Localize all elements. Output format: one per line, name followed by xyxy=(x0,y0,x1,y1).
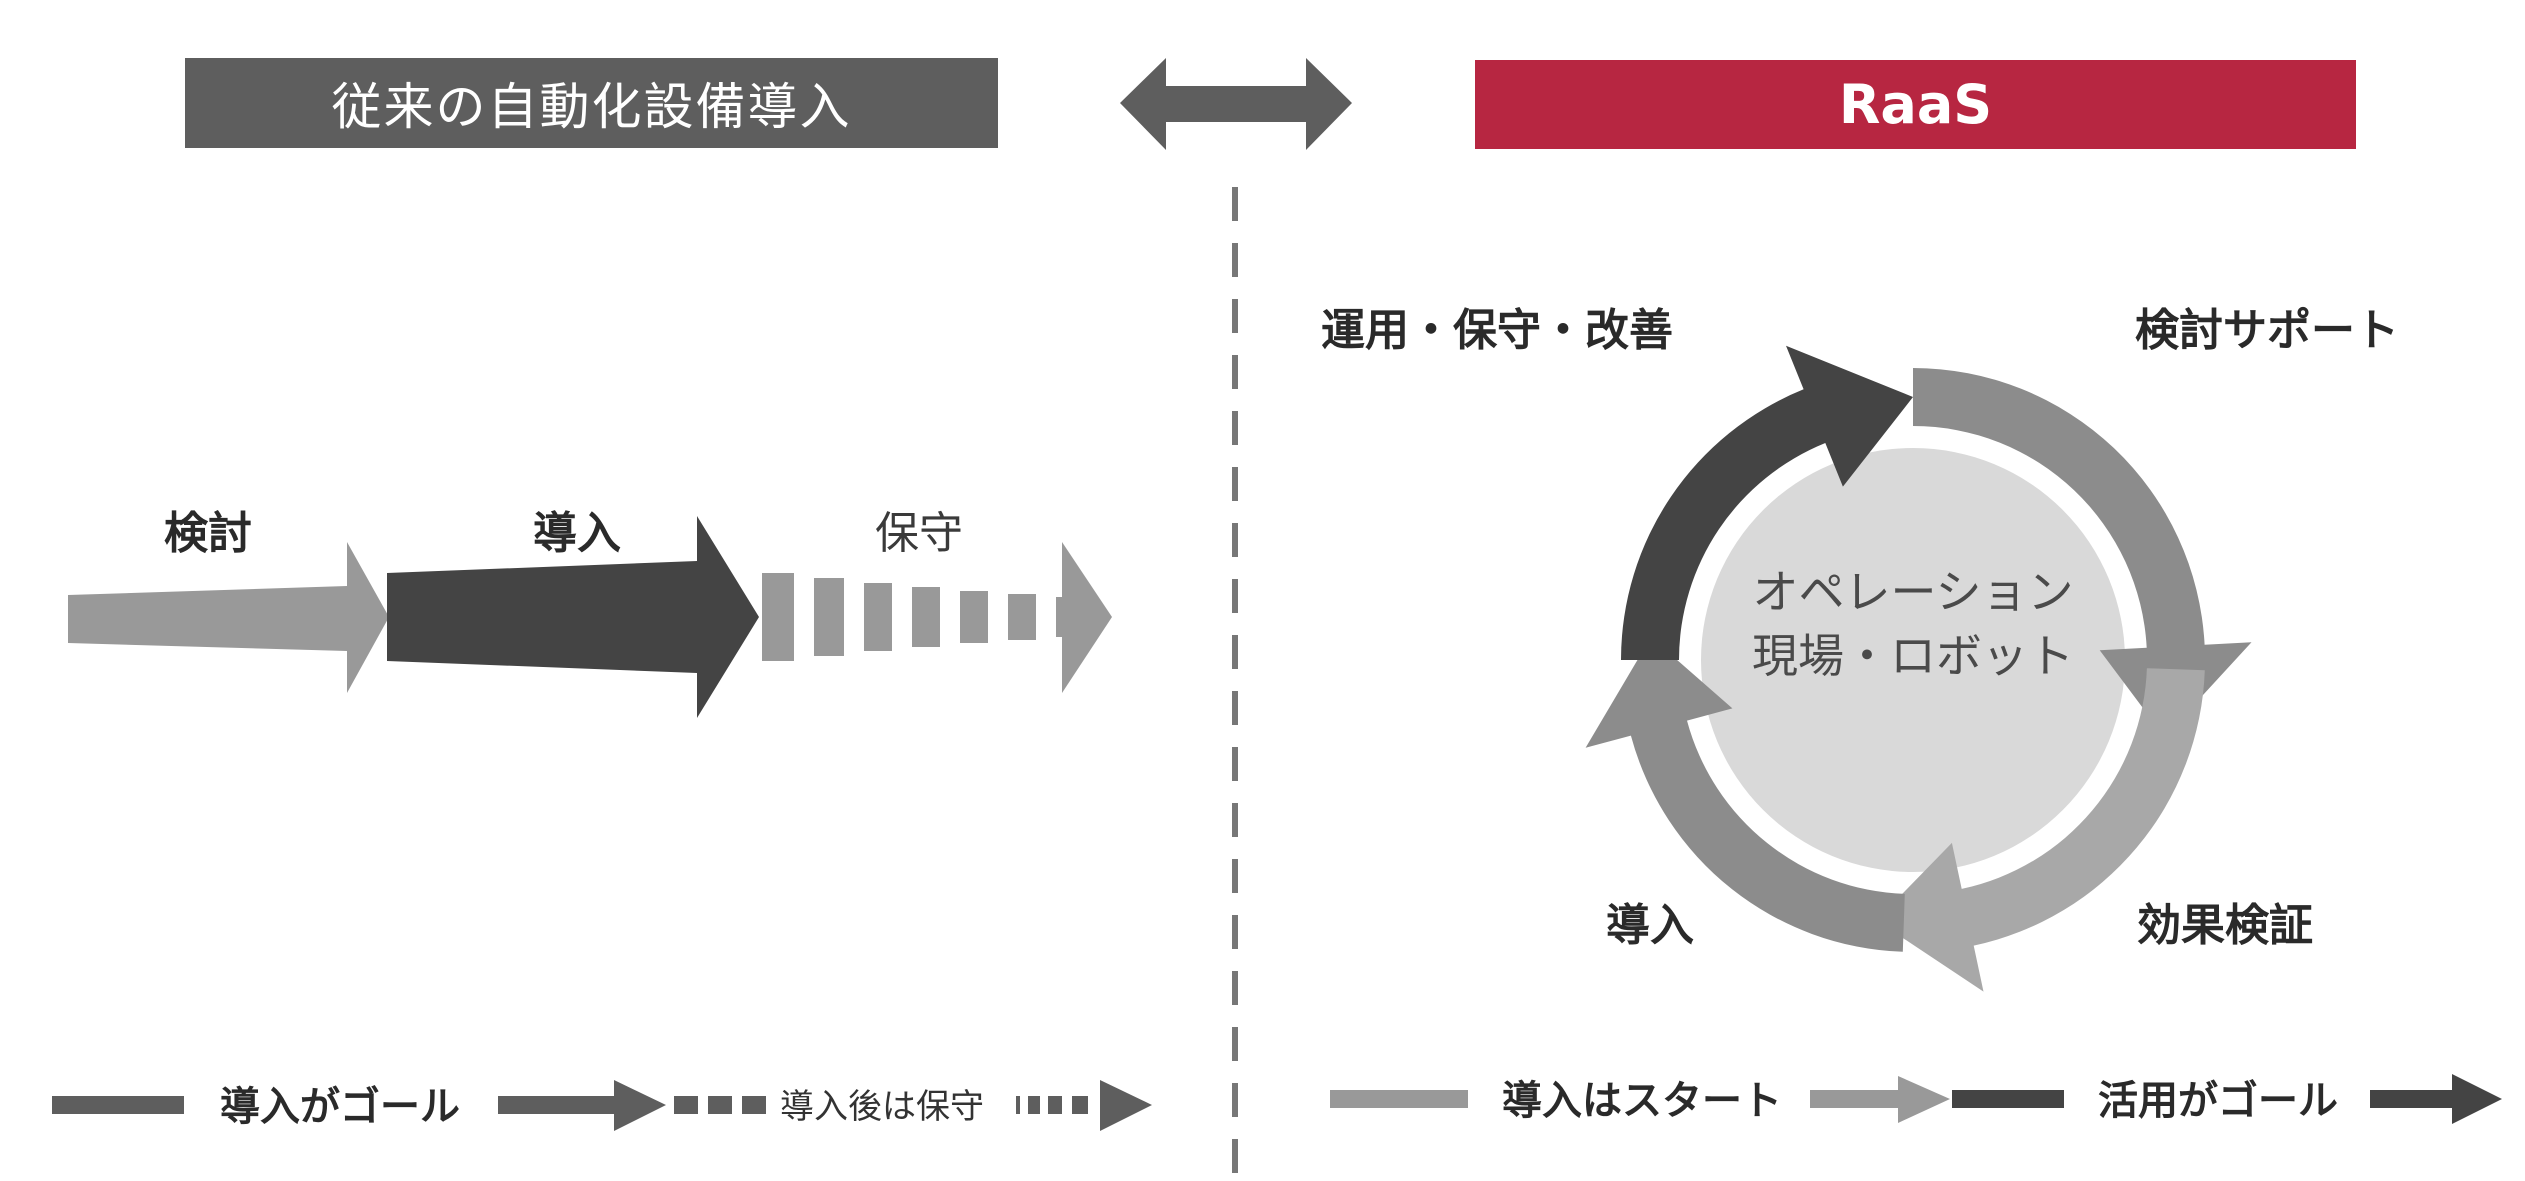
legend-start-text: 導入はスタート xyxy=(1502,1078,1782,1124)
cycle-label-introduction: 導入 xyxy=(1606,900,1694,951)
arrow-introduction-to-operation xyxy=(1585,637,1905,952)
legend-left-dashed-arrow xyxy=(1016,1080,1152,1131)
traditional-automation-banner: 従来の自動化設備導入 xyxy=(185,58,998,148)
traditional-automation-title: 従来の自動化設備導入 xyxy=(331,78,852,136)
legend-right-light-arrow xyxy=(1810,1076,1950,1123)
legend-left-dashes xyxy=(674,1096,766,1114)
arrow-verification-to-introduction xyxy=(1876,668,2205,992)
legend-left-arrow xyxy=(498,1080,666,1131)
step-consider-label: 検討 xyxy=(164,508,252,559)
step-maintain-label: 保守 xyxy=(875,508,963,559)
legend-right-dark-bar xyxy=(1952,1090,2064,1108)
raas-banner: RaaS xyxy=(1475,60,2356,149)
legend-right-goal-text: 活用がゴール xyxy=(2098,1078,2338,1124)
legend-goal-text: 導入がゴール xyxy=(220,1084,460,1130)
legend-left-bar xyxy=(52,1096,184,1114)
step-consider-arrow xyxy=(68,542,389,693)
raas-title: RaaS xyxy=(1838,73,1993,136)
legend-right-dark-arrow xyxy=(2370,1074,2502,1124)
step-maintain-dashed-arrow xyxy=(762,542,1112,693)
center-text-line2: 現場・ロボット xyxy=(1752,629,2074,683)
step-introduce-label: 導入 xyxy=(533,508,621,559)
legend-right-bar xyxy=(1330,1090,1468,1108)
double-headed-arrow xyxy=(1120,58,1352,150)
arrow-operation-to-consideration xyxy=(1621,345,1913,660)
center-text-line1: オペレーション xyxy=(1752,565,2073,619)
cycle-arrows xyxy=(1585,345,2252,992)
cycle-label-consideration-support: 検討サポート xyxy=(2135,305,2399,356)
arrow-consideration-to-verification xyxy=(1913,368,2252,737)
cycle-label-operate-maintain-improve: 運用・保守・改善 xyxy=(1321,305,1673,356)
operation-center-circle xyxy=(1701,448,2125,872)
legend-after-text: 導入後は保守 xyxy=(780,1087,984,1127)
cycle-label-effect-verification: 効果検証 xyxy=(2137,900,2313,951)
step-introduce-arrow xyxy=(387,516,759,718)
